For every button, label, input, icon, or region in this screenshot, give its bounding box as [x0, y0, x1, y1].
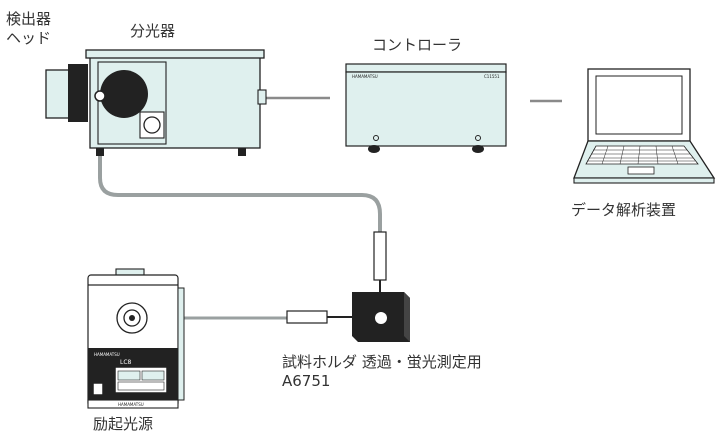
source-display-right — [141, 370, 165, 381]
sample-holder-label-line1: 試料ホルダ 透過・蛍光測定用 — [282, 353, 482, 371]
detection-fiber-connector — [373, 231, 387, 281]
detector-head-label-line1: 検出器 — [6, 10, 52, 28]
side-knob — [257, 89, 267, 105]
grating-turret — [100, 70, 148, 118]
detector-head-label-line2: ヘッド — [6, 29, 52, 47]
excitation-source-label: 励起光源 — [93, 415, 154, 433]
laptop-keys — [587, 145, 695, 165]
excitation-source: HAMAMATSU LC8 HAMAMATSU — [87, 268, 185, 409]
source-base-brand: HAMAMATSU — [118, 402, 144, 407]
sample-holder-port — [375, 312, 387, 324]
spectrometer-foot-right — [238, 148, 246, 156]
controller-body — [345, 71, 507, 147]
laptop-touchpad — [627, 166, 655, 175]
controller-screw-left — [373, 135, 379, 141]
spectrometer-label: 分光器 — [130, 22, 176, 40]
laptop-front-edge — [573, 177, 715, 184]
sample-holder-label: 試料ホルダ 透過・蛍光測定用 A6751 — [282, 353, 482, 391]
controller-screw-right — [475, 135, 481, 141]
laptop-screen — [595, 75, 683, 135]
controller-foot-left — [368, 145, 380, 153]
source-display-left — [117, 370, 141, 381]
source-panel-text: LC8 — [120, 359, 132, 366]
controller-brand: HAMAMATSU — [352, 74, 378, 79]
excitation-fiber-connector — [286, 310, 328, 324]
controller: HAMAMATSU C11551 — [345, 63, 507, 153]
port-window-lens — [143, 116, 161, 134]
data-analysis-label: データ解析装置 — [571, 201, 677, 219]
controller-label: コントローラ — [372, 36, 463, 54]
laptop — [573, 68, 716, 184]
source-output-core — [129, 315, 135, 321]
controller-model: C11551 — [484, 74, 500, 79]
controller-foot-right — [472, 145, 484, 153]
controller-top — [345, 63, 507, 73]
source-brand: HAMAMATSU — [94, 352, 120, 357]
sample-holder-edge — [404, 292, 410, 342]
source-side — [177, 287, 185, 401]
detector-head-label: 検出器 ヘッド — [6, 10, 51, 48]
spectrometer-top-rail — [85, 49, 265, 59]
fiber-port — [94, 90, 106, 102]
detection-fiber — [98, 150, 382, 232]
source-buttons — [117, 381, 165, 391]
sample-holder-label-line2: A6751 — [282, 372, 331, 390]
spectrometer — [45, 49, 267, 156]
source-handle — [115, 268, 145, 276]
source-base — [87, 399, 179, 409]
spectrometer-foot-left — [96, 148, 104, 156]
detector-head-cap — [68, 64, 88, 122]
source-power-switch — [93, 383, 103, 395]
sample-holder — [352, 292, 410, 342]
